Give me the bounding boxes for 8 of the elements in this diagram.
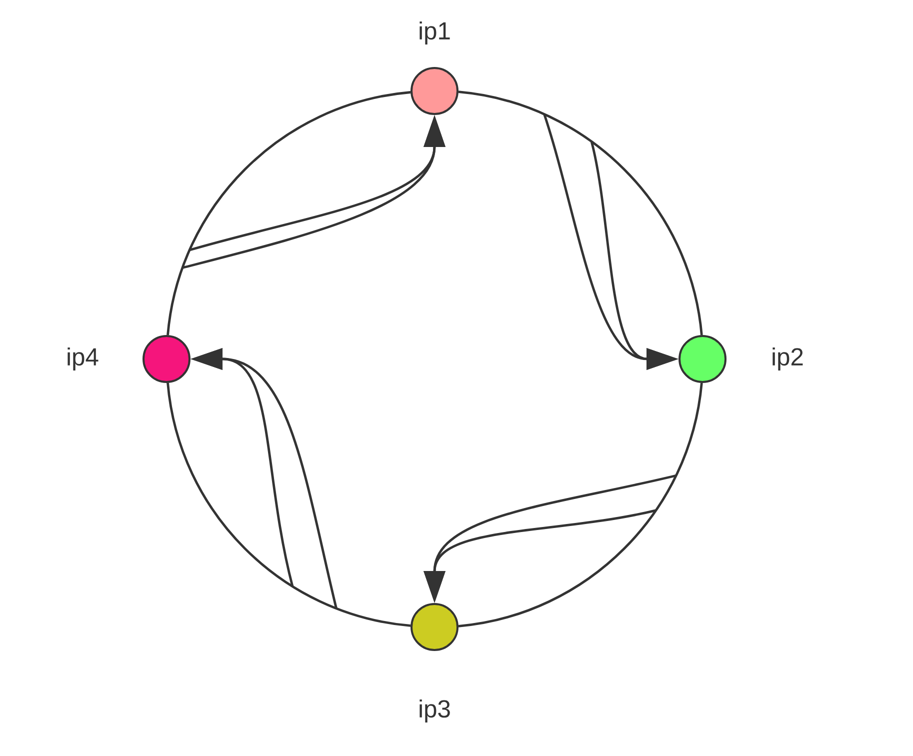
node-label: ip4	[68, 347, 98, 370]
node-label: ip2	[772, 347, 803, 370]
ring-arc	[458, 90, 703, 336]
node-label: ip3	[420, 699, 450, 722]
ring-arc	[166, 382, 411, 627]
ring-arc	[458, 382, 703, 628]
node-label: ip1	[420, 21, 450, 44]
ring-arc	[166, 91, 411, 336]
